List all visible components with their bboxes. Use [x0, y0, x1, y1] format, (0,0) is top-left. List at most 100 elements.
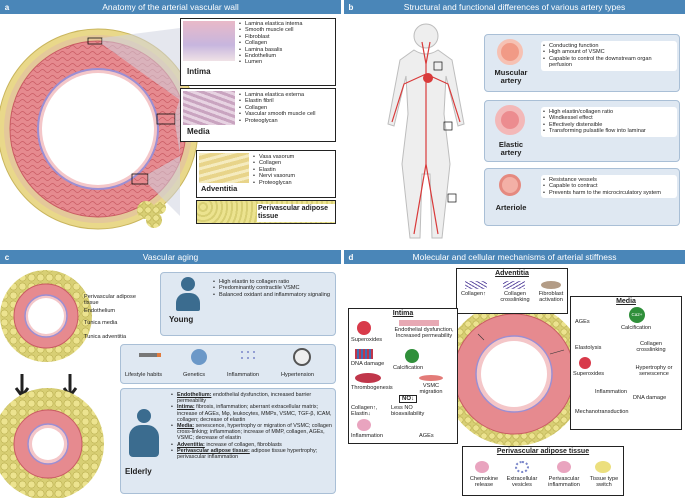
- young-card: Young High elastin to collagen ratio Pre…: [160, 272, 336, 336]
- human-figure-illustration: [387, 23, 465, 239]
- artery-tree: [391, 41, 461, 235]
- arteriole-item: Prevents harm to the microcirculatory sy…: [543, 190, 675, 197]
- elastic-artery-icon: [495, 105, 525, 135]
- superoxides-icon: [579, 357, 591, 369]
- collagen-icon: [465, 281, 487, 289]
- elderly-item-head: Endothelium:: [177, 392, 212, 398]
- aging-cross-sections: [0, 270, 104, 498]
- hypertension-icon: [293, 348, 311, 366]
- media-title: Media: [187, 127, 210, 136]
- elderly-item: Media: senescence, hypertrophy or migrat…: [171, 423, 335, 442]
- genetics-icon: [191, 349, 207, 365]
- media-item: Collagen: [239, 105, 335, 112]
- d-pvat-item: Tissue type switch: [589, 476, 619, 489]
- elderly-item-text: increase of collagen, fibroblasts: [204, 441, 282, 448]
- arteriole-list: Resistance vessels Capable to contract P…: [541, 175, 677, 199]
- d-intima-item: Superoxides: [351, 337, 383, 343]
- elderly-item-text: endothelial dysfunction, increased barri…: [177, 392, 312, 405]
- intima-illustration: [183, 21, 235, 61]
- elderly-card: Elderly Endothelium: endothelial dysfunc…: [120, 388, 336, 494]
- panel-letter: c: [4, 252, 10, 262]
- d-intima-item: Collagen↑, Elastin↓: [351, 405, 378, 418]
- label-tunica-media: Tunica media: [84, 320, 118, 326]
- arteriole-name: Arteriole: [495, 203, 527, 212]
- panel-a: a Anatomy of the arterial vascular wall: [0, 0, 341, 248]
- panel-a-header: a Anatomy of the arterial vascular wall: [0, 0, 341, 14]
- muscular-artery-card: Muscular artery Conducting function High…: [484, 34, 680, 92]
- artery-cross-section: [0, 28, 199, 230]
- elderly-list: Endothelium: endothelial dysfunction, in…: [171, 392, 335, 460]
- d-media-item: AGEs: [575, 319, 590, 325]
- d-intima-item: Calcification: [393, 365, 424, 371]
- d-intima-title: Intima: [392, 310, 414, 317]
- adventitia-illustration: [199, 153, 249, 183]
- crosslink-icon: [503, 281, 525, 289]
- arteriole-item: Capable to contract: [543, 183, 675, 190]
- d-media-item: Mechanotransduction: [575, 409, 629, 415]
- d-media-item: Calcification: [621, 325, 652, 331]
- elastic-artery-item: Windkessel effect: [543, 115, 675, 122]
- media-item: Vascular smooth muscle cell: [239, 111, 335, 118]
- fibroblast-icon: [541, 281, 561, 289]
- d-media-item: DNA damage: [633, 395, 667, 401]
- pvat-clump: [137, 201, 166, 228]
- elderly-item-head: Perivascular adipose tissue:: [177, 447, 250, 454]
- d-pvat-item: Chemokine release: [469, 476, 499, 489]
- muscular-artery-item: Conducting function: [543, 43, 675, 50]
- muscular-artery-name: Muscular artery: [494, 68, 528, 85]
- factor-label: Lifestyle habits: [125, 372, 163, 378]
- heart-icon: [423, 73, 433, 83]
- elderly-item-head: Intima:: [177, 404, 195, 411]
- elderly-item: Adventitia: increase of collagen, fibrob…: [171, 442, 335, 448]
- arteriole-item: Resistance vessels: [543, 177, 675, 184]
- elastic-artery-item: Transforming pulsatile flow into laminar: [543, 128, 675, 135]
- calcification-icon: [405, 349, 419, 363]
- elastic-artery-name: Elastic artery: [498, 140, 524, 157]
- young-item: High elastin to collagen ratio: [213, 279, 333, 286]
- adventitia-item: Collagen: [253, 160, 295, 167]
- d-pvat-item: Perivascular inflammation: [548, 476, 580, 489]
- young-person-icon: [175, 277, 201, 311]
- panel-b-header: b Structural and functional differences …: [344, 0, 685, 14]
- muscular-artery-item: Capable to control the downstream organ …: [543, 56, 675, 69]
- elderly-item: Intima: fibrosis, inflammation; aberrant…: [171, 404, 335, 423]
- d-media-item: Inflammation: [595, 389, 628, 395]
- elderly-person-icon: [129, 409, 163, 459]
- d-intima-item: Inflammation: [351, 433, 384, 439]
- risk-factors-card: Lifestyle habits Genetics Inflammation H…: [120, 344, 336, 384]
- d-pvat-item: Extracellular vesicles: [506, 476, 538, 489]
- media-item: Lamina elastica externa: [239, 92, 335, 99]
- stiffness-cross-section: [442, 302, 586, 446]
- panel-title: Vascular aging: [142, 252, 199, 262]
- muscular-artery-icon: [497, 39, 523, 65]
- elderly-item: Perivascular adipose tissue: adipose tis…: [171, 448, 335, 460]
- vesicles-icon: [515, 461, 529, 473]
- media-item: Proteoglycan: [239, 118, 335, 125]
- d-intima-item: Less NO bioavailability: [391, 405, 425, 418]
- thrombus-icon: [355, 373, 381, 383]
- elderly-label: Elderly: [125, 467, 152, 476]
- lifestyle-habits-icon: [139, 353, 161, 357]
- adventitia-list: Vasa vasorum Collagen Elastin Nervi vaso…: [253, 154, 295, 186]
- intima-detail-box: Intima Lamina elastica interna Smooth mu…: [180, 18, 336, 86]
- tissue-switch-icon: [595, 461, 611, 473]
- arteriole-card: Arteriole Resistance vessels Capable to …: [484, 168, 680, 226]
- panel-letter: a: [4, 2, 10, 12]
- d-pvat-box: Perivascular adipose tissue Chemokine re…: [462, 446, 624, 496]
- d-media-item: Hypertrophy or senescence: [635, 365, 673, 378]
- no-badge: NO↓: [399, 395, 417, 403]
- adventitia-item: Vasa vasorum: [253, 154, 295, 161]
- intima-item: Lamina basalis: [239, 47, 303, 54]
- d-intima-item: Thrombogenesis: [351, 385, 393, 391]
- pvat-detail-box: Perivascular adipose tissue: [196, 200, 336, 224]
- panel-c-header: c Vascular aging: [0, 250, 341, 264]
- elderly-item: Endothelium: endothelial dysfunction, in…: [171, 392, 335, 404]
- young-label: Young: [169, 315, 194, 324]
- pvat-title: Perivascular adipose tissue: [257, 204, 335, 222]
- elderly-item-text: fibrosis, inflammation; aberrant extrace…: [177, 404, 332, 423]
- muscular-artery-list: Conducting function High amount of VSMC …: [541, 41, 677, 71]
- intima-item: Collagen: [239, 40, 303, 47]
- d-adventitia-item: Collagen↑: [461, 291, 486, 297]
- panel-letter: b: [348, 2, 354, 12]
- endothelium-icon: [399, 320, 439, 326]
